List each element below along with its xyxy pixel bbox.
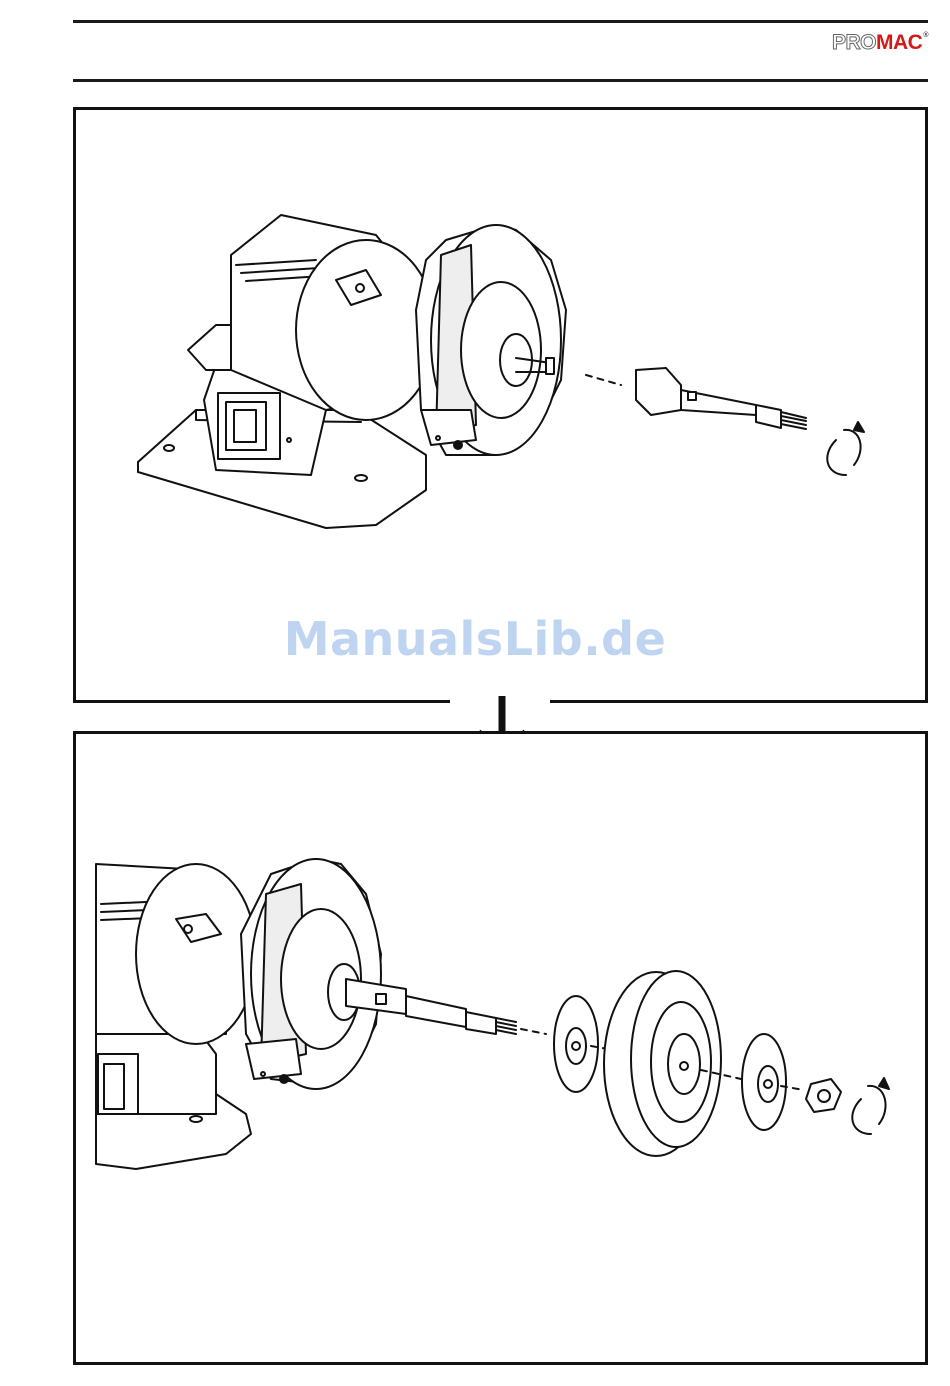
logo-pro-text: PRO — [832, 31, 876, 55]
watermark-text: ManualsLib.de — [0, 612, 950, 666]
header-top-rule — [73, 20, 928, 23]
logo-registered-mark: ® — [923, 32, 928, 39]
logo-mac-text: MAC — [876, 31, 922, 55]
figure-panel-step-2 — [73, 731, 928, 1365]
header-bottom-rule — [73, 79, 928, 82]
bench-grinder-mount-buffing-wheel-illustration — [76, 734, 925, 1362]
